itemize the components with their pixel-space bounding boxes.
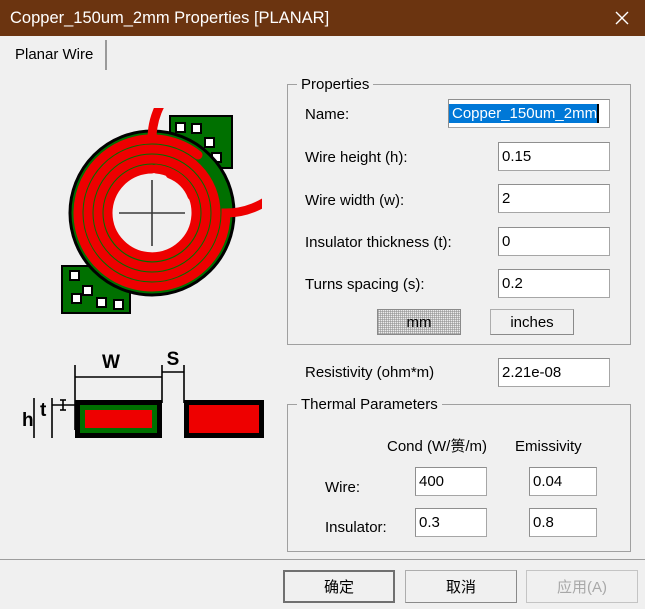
dimension-lines	[33, 365, 185, 438]
units-mm-button[interactable]: mm	[377, 309, 461, 335]
insulator-thickness-input[interactable]: 0	[498, 227, 610, 256]
text-caret	[597, 104, 600, 123]
wire-row-label: Wire:	[325, 479, 360, 496]
wire-width-label: Wire width (w):	[305, 192, 405, 209]
properties-group-title: Properties	[297, 76, 374, 93]
close-icon	[615, 11, 629, 25]
emissivity-column-header: Emissivity	[515, 438, 582, 455]
insulator-row-label: Insulator:	[325, 519, 387, 536]
name-label: Name:	[305, 106, 350, 123]
turns-spacing-input[interactable]: 0.2	[498, 269, 610, 298]
wire-width-input[interactable]: 2	[498, 184, 610, 213]
dimension-label-t: t	[40, 400, 47, 421]
insulator-thickness-label: Insulator thickness (t):	[305, 234, 452, 251]
close-button[interactable]	[599, 0, 645, 36]
name-input-value: Copper_150um_2mm	[449, 104, 598, 123]
coil-traces	[73, 108, 262, 292]
tab-planar-wire[interactable]: Planar Wire	[5, 40, 108, 70]
dimension-label-s: S	[167, 349, 180, 370]
dialog-client-area: W S h t Properties Name: Copper_150um_2m…	[0, 70, 645, 559]
resistivity-label: Resistivity (ohm*m)	[305, 364, 435, 381]
wire-cross-section-diagram: W S h t	[14, 348, 279, 448]
cond-column-header: Cond (W/篑/m)	[387, 438, 488, 455]
footer-separator	[0, 559, 645, 560]
cancel-button[interactable]: 取消	[405, 570, 517, 603]
conductor-bare	[184, 400, 264, 438]
apply-button: 应用(A)	[526, 570, 638, 603]
ok-button[interactable]: 确定	[283, 570, 395, 603]
wire-cond-input[interactable]: 400	[415, 467, 487, 496]
dimension-label-h: h	[22, 410, 34, 431]
wire-emissivity-input[interactable]: 0.04	[529, 467, 597, 496]
window-title: Copper_150um_2mm Properties [PLANAR]	[10, 9, 330, 27]
turns-spacing-label: Turns spacing (s):	[305, 276, 425, 293]
tab-strip: Planar Wire	[0, 36, 645, 70]
planar-spiral-coil-preview	[52, 108, 262, 318]
wire-height-label: Wire height (h):	[305, 149, 408, 166]
conductor-with-insulator	[75, 400, 162, 438]
units-inches-button[interactable]: inches	[490, 309, 574, 335]
properties-group: Properties	[287, 76, 631, 345]
insulator-cond-input[interactable]: 0.3	[415, 508, 487, 537]
dimension-label-w: W	[102, 352, 120, 373]
insulator-emissivity-input[interactable]: 0.8	[529, 508, 597, 537]
dialog-footer: 确定 取消 应用(A)	[0, 560, 645, 609]
thermal-parameters-group: Thermal Parameters	[287, 396, 631, 552]
name-input[interactable]: Copper_150um_2mm	[448, 99, 610, 128]
resistivity-input[interactable]: 2.21e-08	[498, 358, 610, 387]
title-bar: Copper_150um_2mm Properties [PLANAR]	[0, 0, 645, 36]
wire-height-input[interactable]: 0.15	[498, 142, 610, 171]
coil-center-crosshair	[119, 180, 185, 246]
thermal-parameters-group-title: Thermal Parameters	[297, 396, 442, 413]
